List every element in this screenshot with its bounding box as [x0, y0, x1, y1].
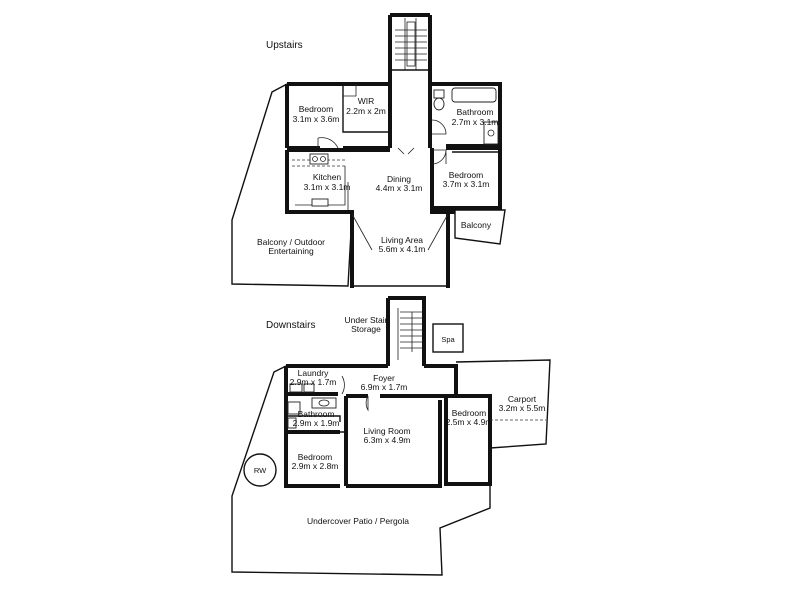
- room-name: Balcony: [461, 220, 492, 230]
- upstairs-bedroom-block: [285, 82, 390, 150]
- upstairs-stair-tower: [388, 13, 432, 148]
- upstairs-bedroom-right: [431, 146, 502, 210]
- room-name: Bedroom: [452, 408, 487, 418]
- room-name: Dining: [387, 174, 411, 184]
- room-name: Living Room: [363, 426, 410, 436]
- room-name-line2: Entertaining: [268, 246, 314, 256]
- room-dims: 2.7m x 3.1m: [452, 117, 499, 127]
- room-dims: 2.2m x 2m: [346, 106, 386, 116]
- room-dims: 3.1m x 3.6m: [293, 114, 340, 124]
- room-dims: 6.9m x 1.7m: [361, 382, 408, 392]
- room-name: Bedroom: [449, 170, 484, 180]
- washer-icon: [303, 383, 315, 393]
- upstairs-main-block: [285, 147, 455, 288]
- room-name: Bedroom: [298, 452, 333, 462]
- room-dims: 2.5m x 4.9m: [446, 417, 493, 427]
- downstairs-stair-tower: [386, 296, 426, 366]
- room-dims: 2.9m x 1.7m: [290, 377, 337, 387]
- shower-icon: [287, 401, 301, 415]
- room-name: Bedroom: [299, 104, 334, 114]
- room-dims: 2.9m x 2.8m: [292, 461, 339, 471]
- room-name: Spa: [441, 335, 455, 344]
- downstairs-labels: Under Stair Storage Spa Laundry 2.9m x 1…: [254, 315, 546, 526]
- room-name: Laundry: [298, 368, 329, 378]
- room-dims: 3.2m x 5.5m: [499, 403, 546, 413]
- rainwater-tank: [243, 453, 277, 487]
- carport-outline: [455, 359, 551, 449]
- room-dims: 3.7m x 3.1m: [443, 179, 490, 189]
- room-name: Under Stair: [345, 315, 388, 325]
- downstairs-heading: Downstairs: [266, 320, 315, 331]
- room-name: Bathroom: [298, 409, 335, 419]
- spa-shape: [432, 323, 464, 353]
- downstairs-walls: [284, 364, 492, 488]
- shower-icon: [483, 121, 499, 145]
- toilet-icon: [287, 417, 297, 429]
- room-dims: 4.4m x 3.1m: [376, 183, 423, 193]
- room-dims: 3.1m x 3.1m: [304, 182, 351, 192]
- toilet-icon: [433, 89, 445, 99]
- room-name: WIR: [358, 96, 375, 106]
- laundry-tub-icon: [289, 383, 303, 393]
- room-dims: 2.9m x 1.9m: [293, 418, 340, 428]
- room-dims: 5.6m x 4.1m: [379, 244, 426, 254]
- upstairs-bathroom: [428, 82, 502, 148]
- vanity-icon: [311, 397, 337, 409]
- room-name: Carport: [508, 394, 537, 404]
- stair-treads: [400, 311, 422, 349]
- room-name-line2: Storage: [351, 324, 381, 334]
- room-name: Kitchen: [313, 172, 342, 182]
- stair-treads: [395, 29, 427, 61]
- downstairs-plan: Downstairs: [231, 296, 551, 576]
- bathtub-icon: [451, 87, 497, 103]
- room-name: RW: [254, 466, 267, 475]
- upstairs-heading: Upstairs: [266, 40, 303, 51]
- room-name: Undercover Patio / Pergola: [307, 516, 409, 526]
- sink-icon: [309, 153, 329, 165]
- upstairs-plan: Upstairs: [231, 13, 506, 288]
- room-name: Living Area: [381, 235, 423, 245]
- upstairs-balcony-outline: [231, 83, 353, 287]
- patio-outline: [231, 365, 491, 576]
- room-name: Bathroom: [457, 107, 494, 117]
- room-dims: 6.3m x 4.9m: [364, 435, 411, 445]
- room-name: Balcony / Outdoor: [257, 237, 325, 247]
- upstairs-right-balcony: [454, 209, 506, 245]
- stove-icon: [311, 198, 329, 207]
- upstairs-labels: Bedroom 3.1m x 3.6m WIR 2.2m x 2m Bathro…: [257, 96, 498, 256]
- room-name: Foyer: [373, 373, 395, 383]
